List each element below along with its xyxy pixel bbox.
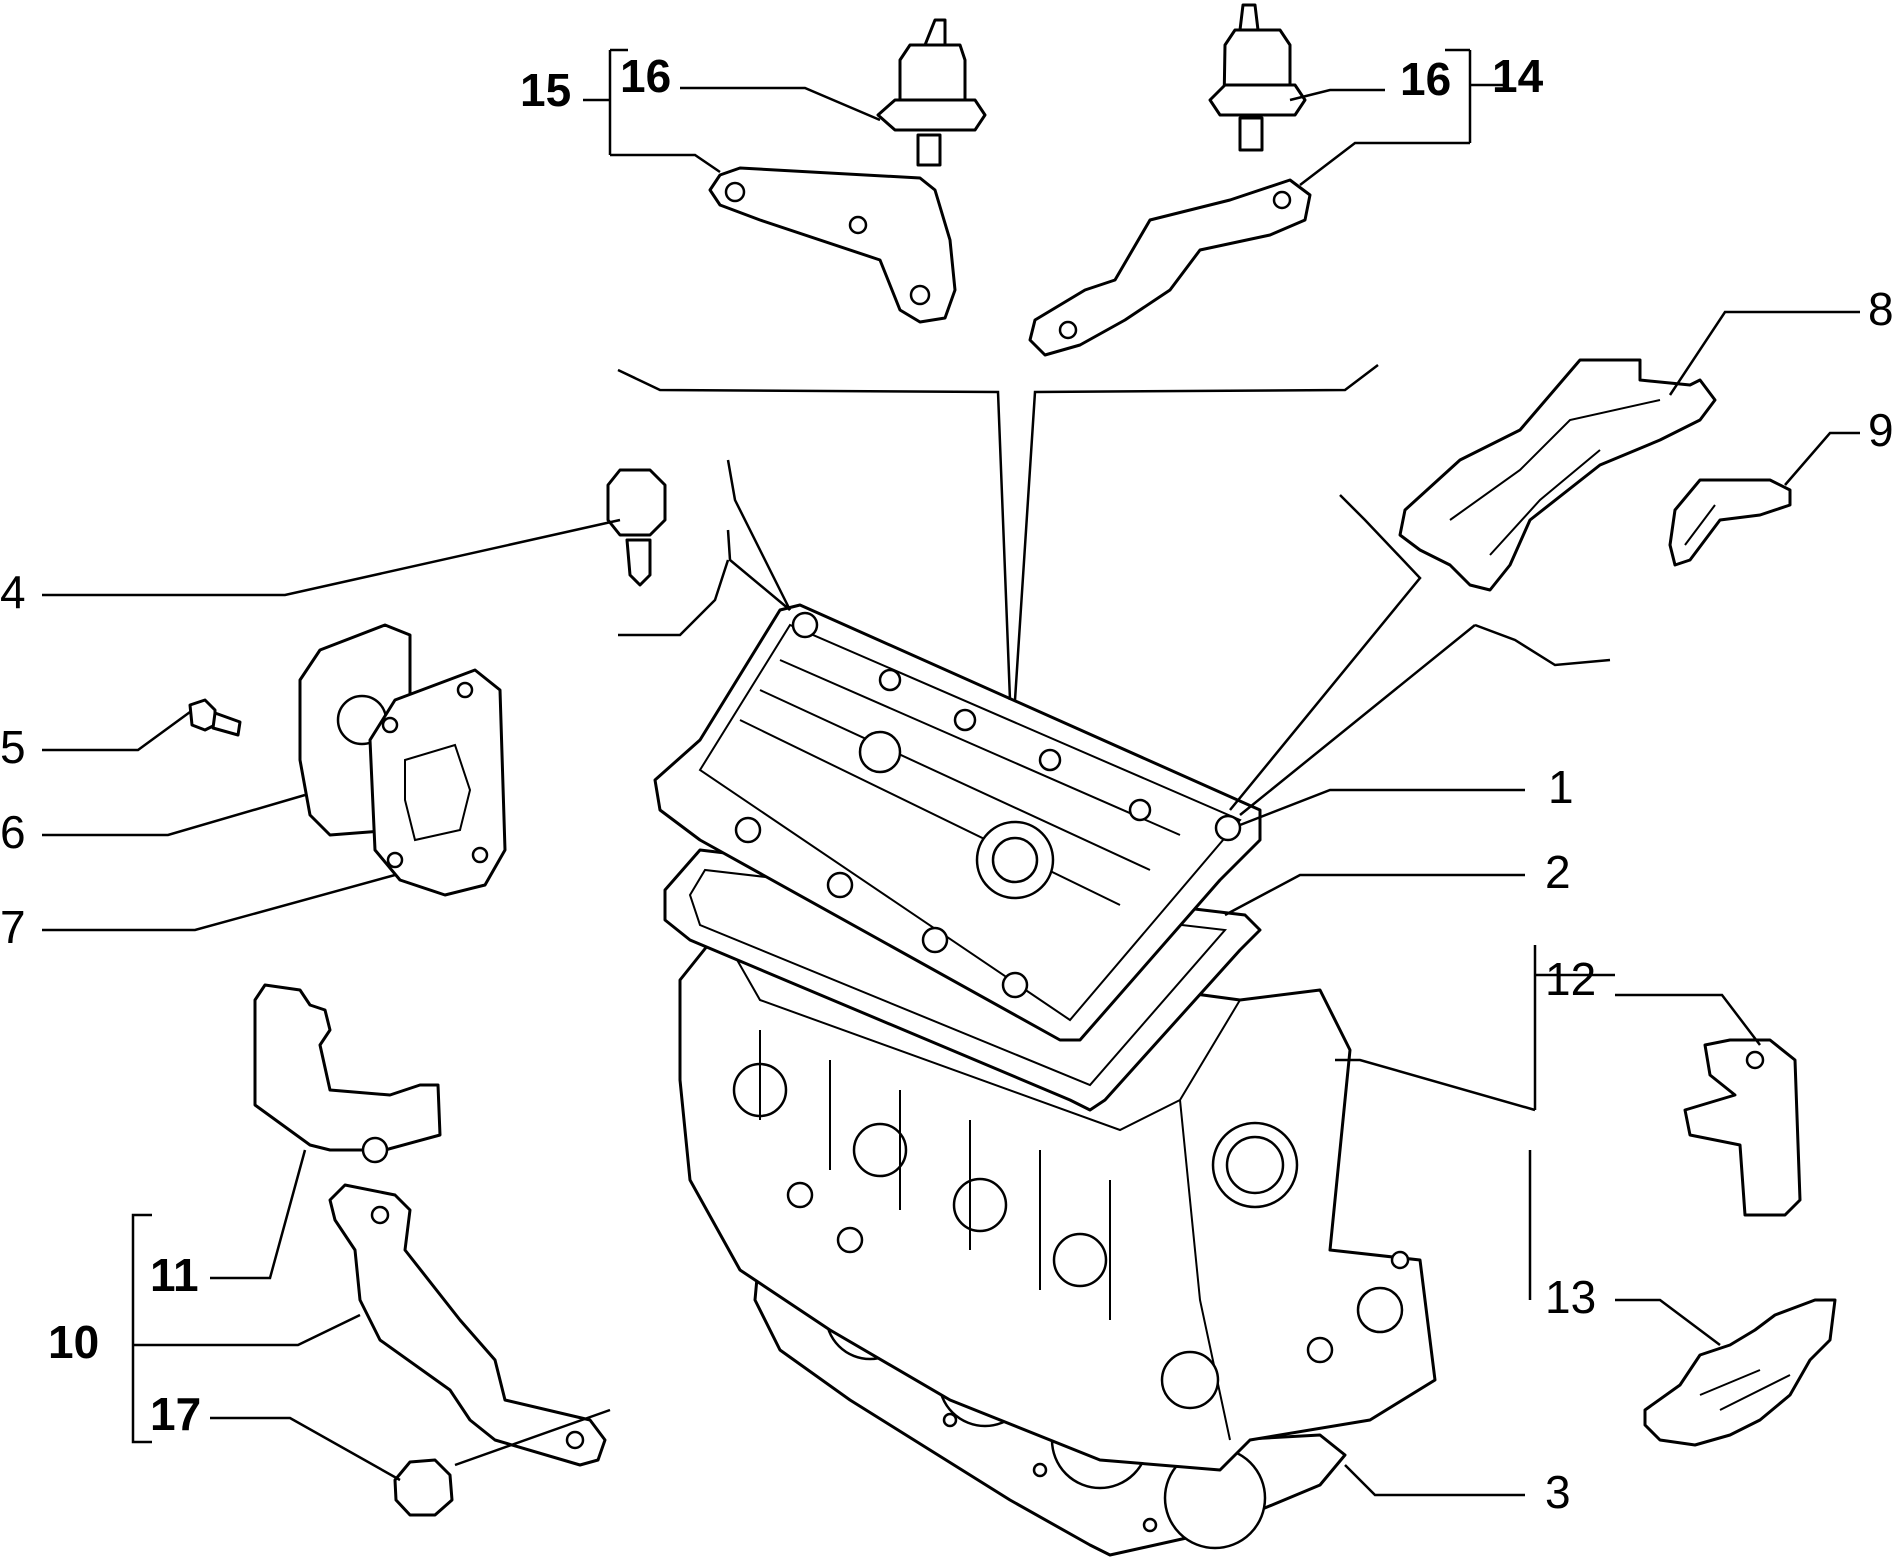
gasket-part-7 — [368, 668, 507, 897]
callout-12: 12 — [1545, 953, 1596, 1005]
callout-9: 9 — [1868, 404, 1894, 456]
rocker-cover — [653, 603, 1262, 1042]
callout-3: 3 — [1545, 1466, 1571, 1518]
callout-10: 10 — [48, 1316, 99, 1368]
callout-14: 14 — [1492, 50, 1544, 102]
callout-1: 1 — [1548, 761, 1574, 813]
callout-8: 8 — [1868, 283, 1894, 335]
bolt-part-17 — [393, 1458, 454, 1517]
callout-11: 11 — [150, 1249, 199, 1301]
callout-5: 5 — [0, 721, 26, 773]
callout-4: 4 — [0, 566, 26, 618]
cover-part-8 — [1398, 358, 1717, 592]
callout-7: 7 — [0, 901, 26, 953]
bracket-part-12 — [1683, 1038, 1802, 1217]
callout-13: 13 — [1545, 1271, 1596, 1323]
callout-2: 2 — [1545, 846, 1571, 898]
callout-6: 6 — [0, 806, 26, 858]
leader-lines — [42, 48, 1860, 1497]
clip-part-11 — [253, 983, 442, 1164]
callout-16-right: 16 — [1400, 53, 1451, 105]
callout-15: 15 — [520, 64, 571, 116]
bracket-left — [708, 166, 957, 324]
callout-16-left: 16 — [620, 50, 671, 102]
clip-part-13 — [1643, 1298, 1837, 1447]
cylinder-head — [678, 928, 1437, 1472]
bracket-part-10 — [328, 1183, 607, 1467]
bracket-right — [1028, 178, 1312, 357]
engine-mount-left — [876, 18, 987, 167]
callout-labels: 1 2 3 4 5 6 7 8 9 10 11 12 13 14 15 16 1… — [0, 50, 1894, 1518]
screw-part-5 — [188, 698, 242, 737]
engine-mount-right — [1208, 3, 1307, 152]
callout-17: 17 — [150, 1388, 201, 1440]
bolt-part-4 — [606, 468, 667, 587]
clip-part-9 — [1668, 478, 1792, 567]
